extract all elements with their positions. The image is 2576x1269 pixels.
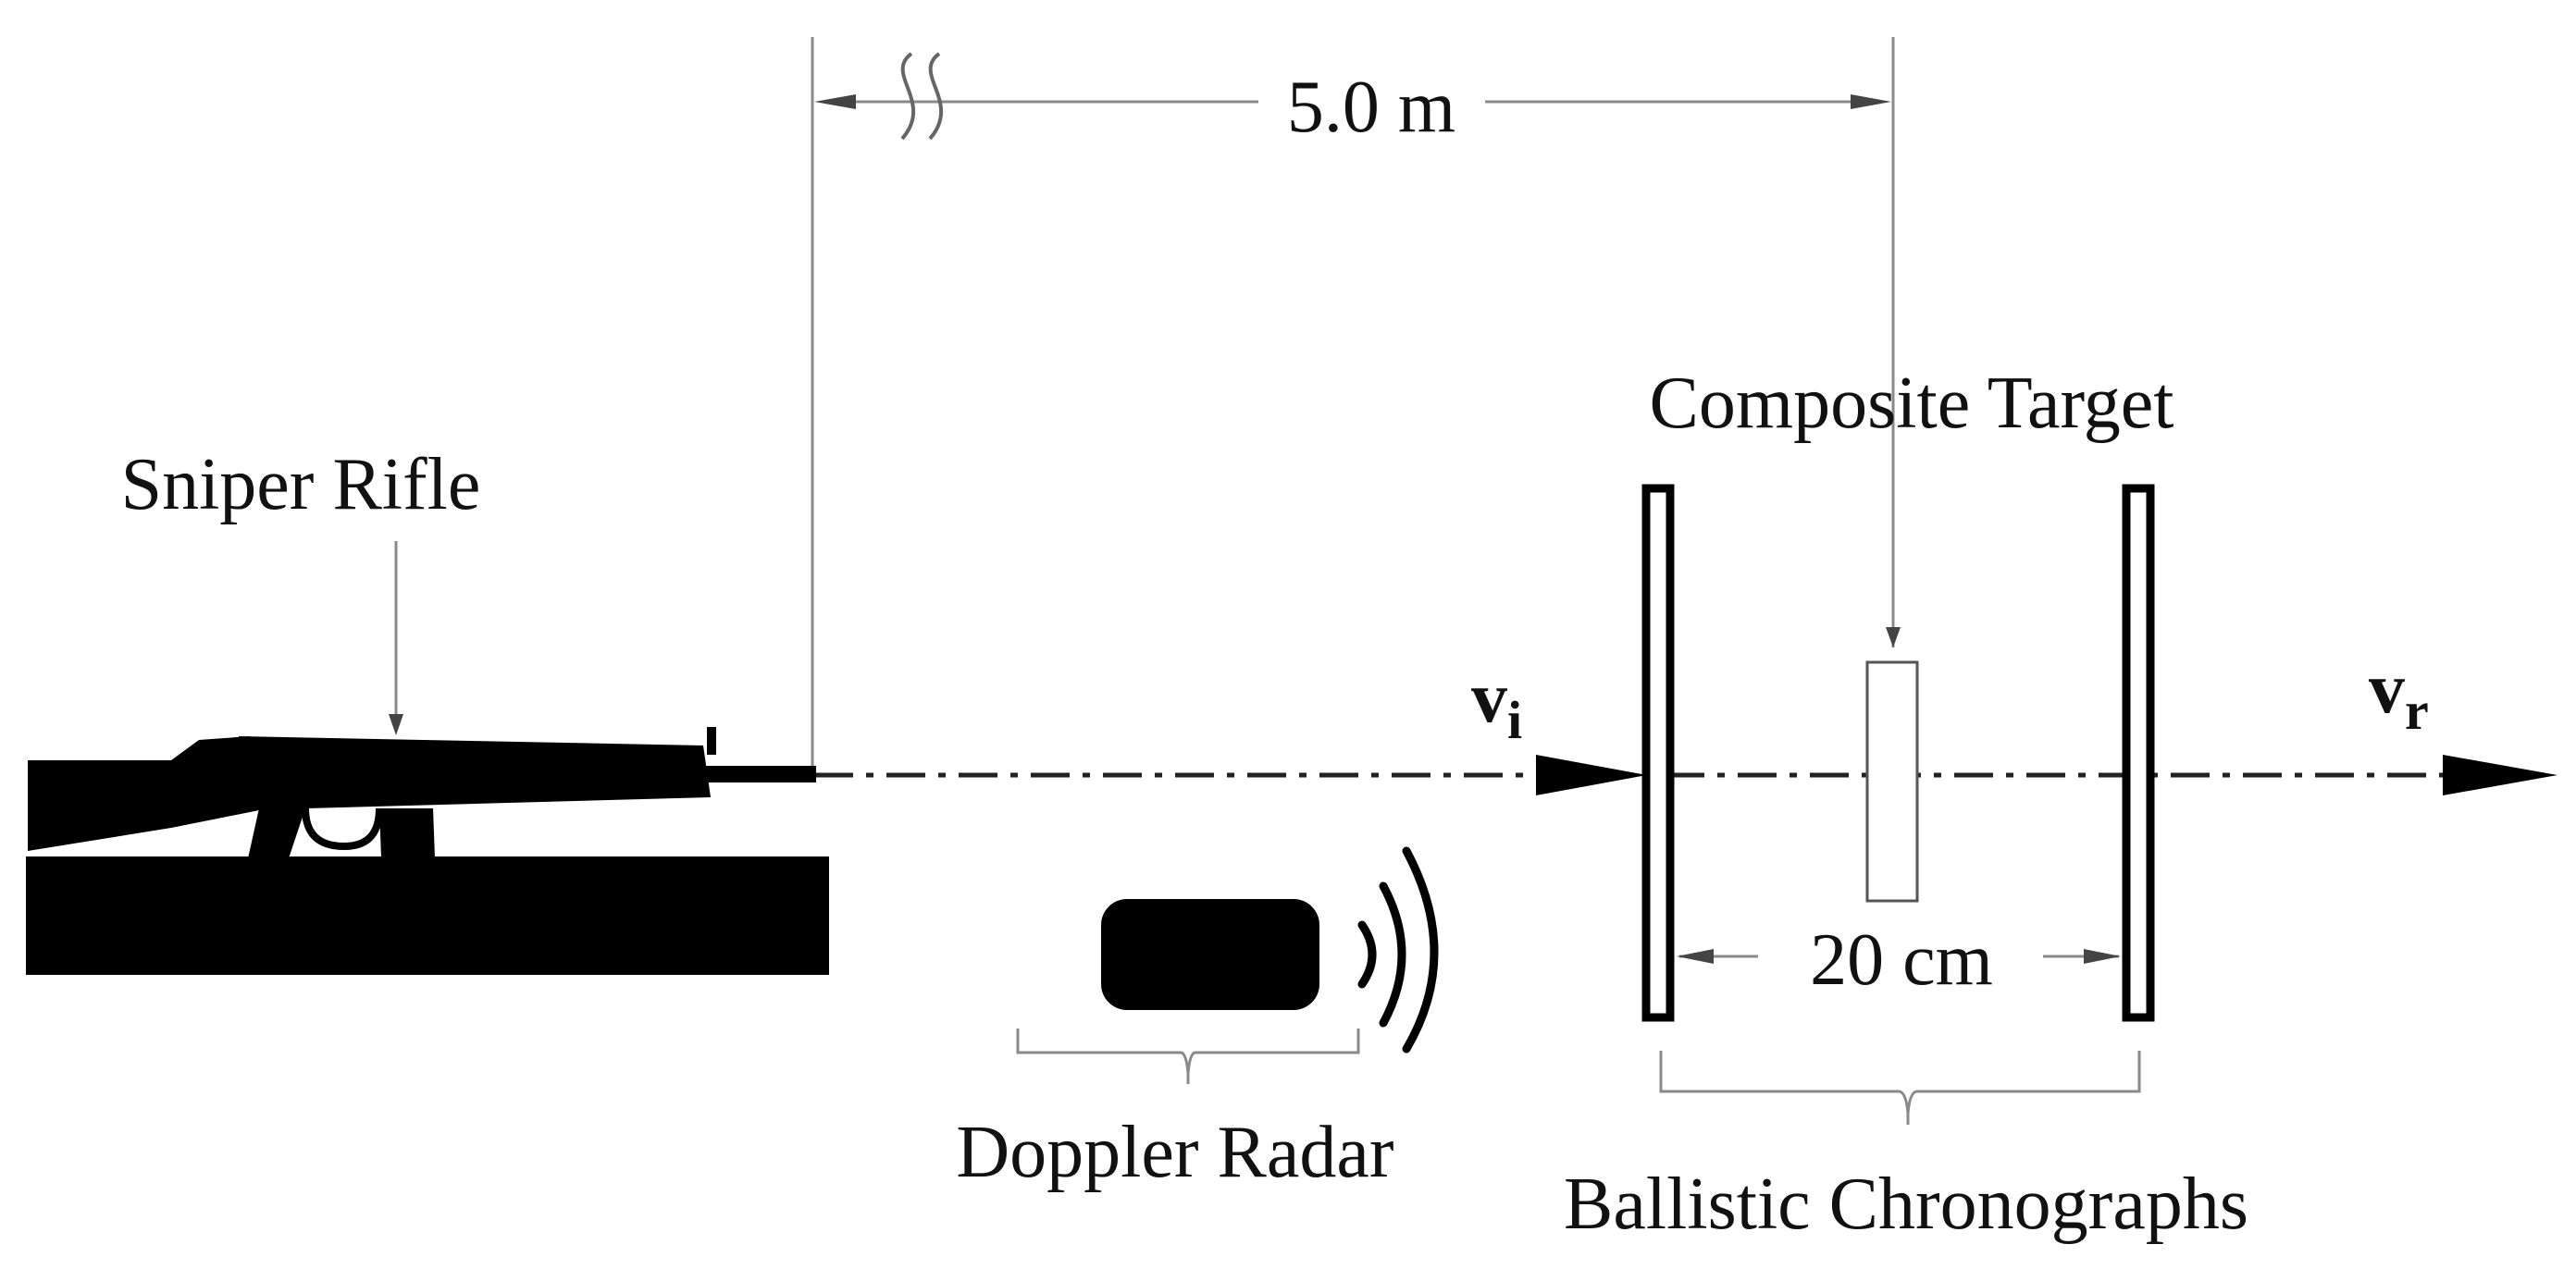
incident-velocity-label: vi [1471,657,1522,750]
target-label: Composite Target [1650,363,2174,444]
radio-waves-icon [1357,846,1439,1053]
chronograph-2 [2122,484,2155,1022]
distance-arrowhead-left [814,94,856,109]
rifle-bench [26,856,829,975]
incident-velocity-subscript: i [1507,690,1522,750]
rifle-pointer-arrowhead [389,714,403,735]
composite-target-plate [1865,660,1919,903]
distance-arrowhead-right [1851,94,1891,109]
chronograph-1 [1641,484,1675,1022]
axis-break-icon [900,52,944,141]
target-pointer-arrowhead [1886,627,1901,647]
spacing-dimension: 20 cm [1677,919,2121,1001]
spacing-label: 20 cm [1810,919,1993,1001]
residual-velocity-arrowhead [2443,755,2557,795]
radar-label: Doppler Radar [956,1112,1393,1193]
radar-brace [1016,1029,1360,1084]
doppler-radar-icon [1101,899,1319,1010]
chronographs-label: Ballistic Chronographs [1564,1164,2248,1245]
rifle-silhouette-icon [28,727,816,858]
spacing-arrowhead-left [1677,949,1714,964]
chronographs-brace [1659,1051,2141,1125]
residual-velocity-subscript: r [2405,681,2429,741]
distance-label: 5.0 m [1287,67,1455,148]
incident-velocity-arrowhead [1536,755,1647,795]
spacing-arrowhead-right [2084,949,2121,964]
distance-dimension: 5.0 m [811,37,1895,777]
residual-velocity-label: vr [2369,647,2429,741]
rifle-label: Sniper Rifle [121,444,481,525]
